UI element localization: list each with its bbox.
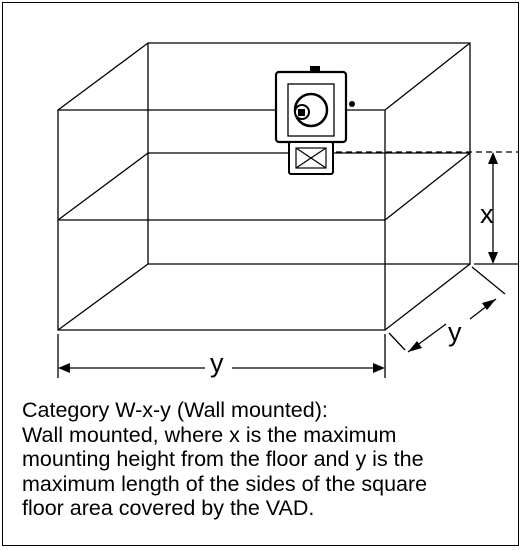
width-dimension [57, 334, 386, 378]
caption-line: mounting height from the floor and y is … [22, 447, 424, 472]
caption-line: Category W-x-y (Wall mounted): [22, 398, 328, 422]
vad-device-icon [274, 66, 355, 175]
caption-line: Wall mounted, where x is the maximum [22, 422, 397, 447]
height-label: x [480, 199, 494, 229]
caption-line: floor area covered by the VAD. [22, 496, 315, 521]
caption-line: maximum length of the sides of the squar… [22, 471, 428, 496]
depth-label: y [448, 317, 462, 347]
room-edge-bottom-right [384, 263, 471, 331]
room-edge-top-right [384, 42, 471, 111]
figure-frame [2, 2, 519, 546]
depth-dimension [388, 266, 506, 353]
room-edge-bottom-left [57, 263, 149, 331]
width-label: y [210, 348, 224, 378]
caption: Category W-x-y (Wall mounted): Wall moun… [22, 398, 512, 521]
plane-upper-right [384, 152, 471, 221]
plane-upper [57, 152, 470, 221]
room-edge-top-left [57, 42, 149, 111]
height-dimension [336, 151, 518, 265]
